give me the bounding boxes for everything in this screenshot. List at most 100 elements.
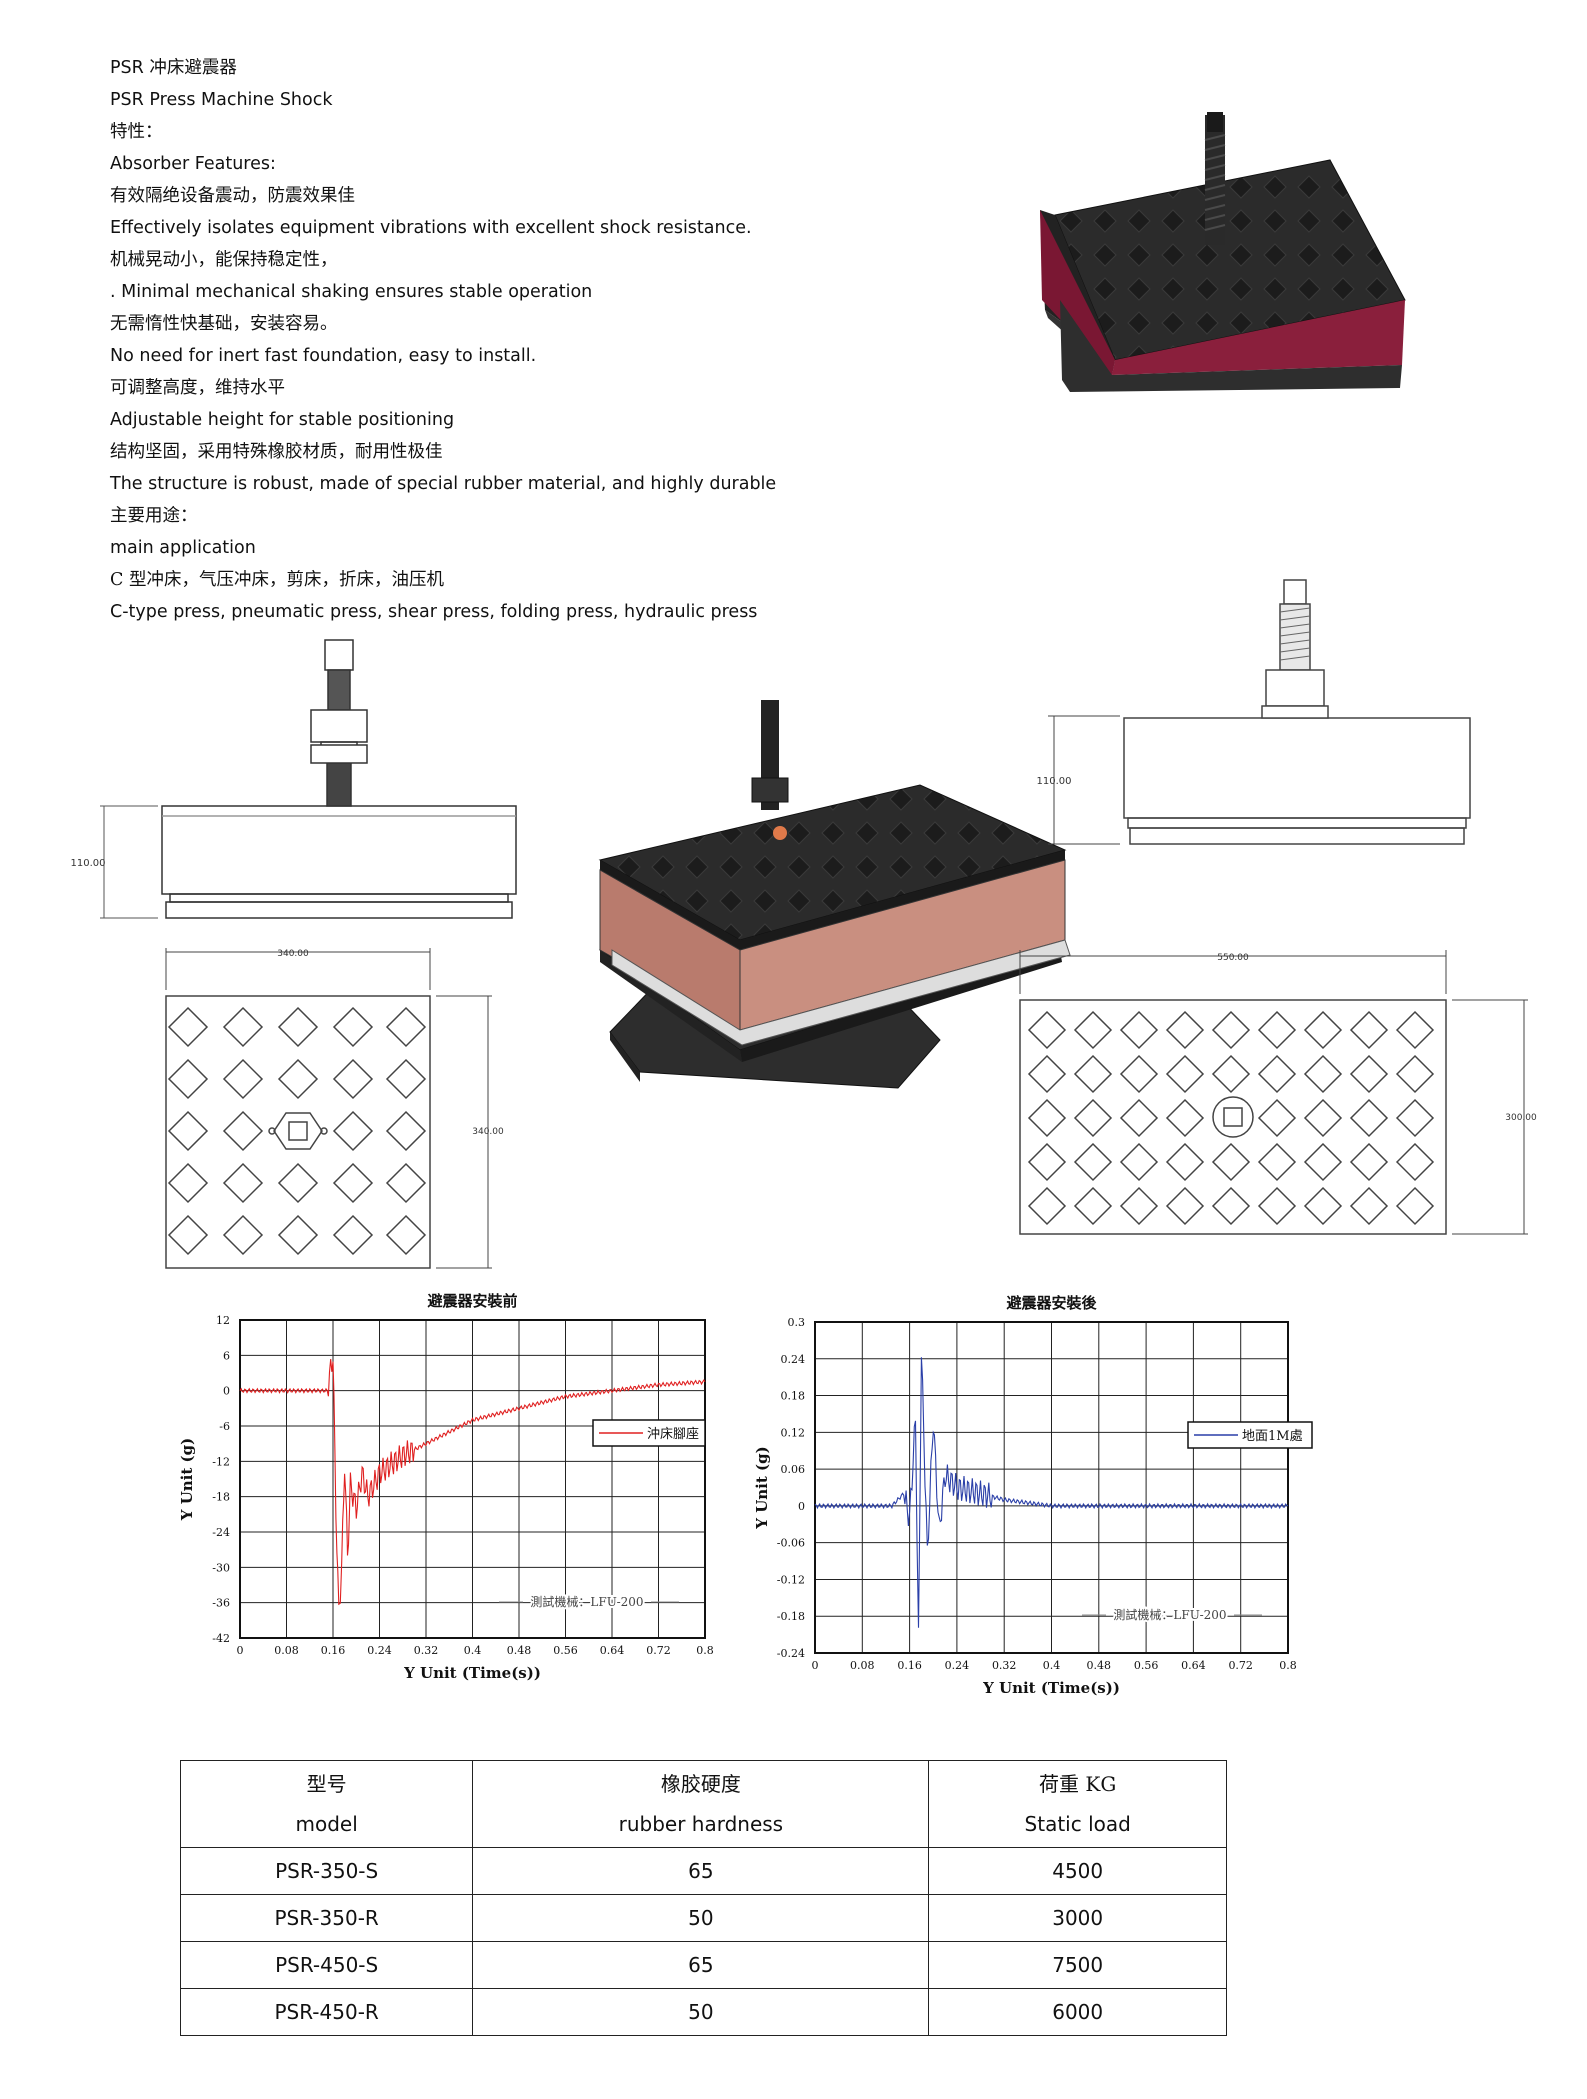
left-width-dim: 340.00 bbox=[277, 949, 309, 959]
header-hardness: 橡胶硬度 rubber hardness bbox=[472, 1760, 930, 1848]
right-height-dim: 110.00 bbox=[1037, 776, 1072, 787]
header-hardness-zh: 橡胶硬度 bbox=[660, 1772, 741, 1796]
table-row: PSR-350-S 65 4500 bbox=[179, 1847, 1227, 1895]
x-tick-label: 0.32 bbox=[992, 1659, 1017, 1672]
y-tick-label: 12 bbox=[216, 1314, 230, 1327]
header-model: 型号 model bbox=[179, 1760, 474, 1848]
left-height-dim: 110.00 bbox=[71, 858, 106, 869]
right-width-dim: 550.00 bbox=[1217, 953, 1249, 963]
y-tick-label: -24 bbox=[212, 1526, 230, 1539]
x-tick-label: 0.64 bbox=[600, 1644, 625, 1657]
table-cell: 65 bbox=[472, 1847, 930, 1895]
table-cell: 7500 bbox=[928, 1941, 1227, 1989]
y-tick-label: -6 bbox=[219, 1420, 230, 1433]
x-tick-label: 0.08 bbox=[274, 1644, 299, 1657]
annotation-text: 測試機械：LFU-200 bbox=[530, 1594, 643, 1609]
intro-line: main application bbox=[110, 538, 256, 558]
header-model-en: model bbox=[295, 1812, 358, 1836]
x-tick-label: 0.32 bbox=[414, 1644, 439, 1657]
y-tick-label: -12 bbox=[212, 1455, 230, 1468]
chart-after: 0 0.08 0.16 0.24 0.32 0.4 0.48 0.56 0.64 0.72 0.8 0… bbox=[753, 1294, 1313, 1697]
x-tick-label: 0.48 bbox=[1087, 1659, 1112, 1672]
intro-line: 有效隔绝设备震动，防震效果佳 bbox=[110, 186, 355, 206]
chart-title: 避震器安裝後 bbox=[1006, 1294, 1097, 1312]
right-side-view bbox=[1048, 579, 1471, 845]
y-tick-label: -30 bbox=[212, 1561, 230, 1574]
x-axis-label: Y Unit (Time(s)) bbox=[982, 1679, 1120, 1697]
x-tick-label: 0.8 bbox=[1279, 1659, 1297, 1672]
table-cell: PSR-450-S bbox=[179, 1941, 474, 1989]
intro-line: 可调整高度，维持水平 bbox=[110, 378, 285, 398]
x-tick-label: 0.8 bbox=[696, 1644, 714, 1657]
y-tick-label: 0.06 bbox=[781, 1463, 806, 1476]
x-tick-label: 0.72 bbox=[646, 1644, 671, 1657]
intro-line: Absorber Features: bbox=[110, 154, 276, 174]
intro-line: 结构坚固，采用特殊橡胶材质，耐用性极佳 bbox=[110, 442, 443, 462]
x-tick-label: 0 bbox=[812, 1659, 819, 1672]
x-tick-label: 0.24 bbox=[367, 1644, 392, 1657]
annotation-text: 測試機械：LFU-200 bbox=[1113, 1607, 1226, 1622]
header-load-en: Static load bbox=[1024, 1812, 1131, 1836]
header-load-zh: 荷重 KG bbox=[1039, 1772, 1117, 1796]
table-cell: 6000 bbox=[928, 1988, 1227, 2036]
intro-line: C 型冲床，气压冲床，剪床，折床，油压机 bbox=[110, 570, 444, 590]
y-tick-label: 0.12 bbox=[781, 1426, 806, 1439]
table-cell: 65 bbox=[472, 1941, 930, 1989]
right-top-view bbox=[1019, 950, 1528, 1235]
x-tick-label: 0 bbox=[237, 1644, 244, 1657]
left-side-view bbox=[100, 639, 517, 919]
x-axis-label: Y Unit (Time(s)) bbox=[403, 1664, 541, 1682]
x-tick-label: 0.4 bbox=[1043, 1659, 1061, 1672]
series-line bbox=[814, 1357, 1289, 1628]
intro-line: Adjustable height for stable positioning bbox=[110, 410, 455, 430]
table-row: PSR-450-S 65 7500 bbox=[179, 1941, 1227, 1989]
series-line bbox=[239, 1358, 706, 1606]
table-header-row: 型号 model 橡胶硬度 rubber hardness 荷重 KG Stat… bbox=[179, 1760, 1227, 1848]
table-cell: 50 bbox=[472, 1894, 930, 1942]
product-photo bbox=[1040, 112, 1406, 392]
y-axis-label: Y Unit (g) bbox=[753, 1446, 771, 1529]
x-tick-label: 0.08 bbox=[850, 1659, 875, 1672]
intro-line: Effectively isolates equipment vibration… bbox=[110, 218, 752, 238]
header-hardness-en: rubber hardness bbox=[618, 1812, 784, 1836]
y-tick-label: -0.24 bbox=[777, 1647, 805, 1660]
x-tick-label: 0.16 bbox=[897, 1659, 922, 1672]
x-tick-label: 0.64 bbox=[1181, 1659, 1206, 1672]
x-tick-label: 0.56 bbox=[1134, 1659, 1159, 1672]
y-tick-label: -0.18 bbox=[777, 1610, 805, 1623]
table-cell: PSR-350-R bbox=[179, 1894, 474, 1942]
y-tick-label: 0.3 bbox=[788, 1316, 806, 1329]
intro-line: . Minimal mechanical shaking ensures sta… bbox=[110, 282, 593, 302]
intro-line: C-type press, pneumatic press, shear pre… bbox=[110, 602, 758, 622]
spec-table: 型号 model 橡胶硬度 rubber hardness 荷重 KG Stat… bbox=[179, 1760, 1227, 2036]
y-tick-label: -36 bbox=[212, 1597, 230, 1610]
y-tick-label: 0.18 bbox=[781, 1390, 806, 1403]
legend-label: 地面1M處 bbox=[1242, 1429, 1303, 1444]
exploded-view bbox=[598, 700, 1071, 1089]
intro-line: No need for inert fast foundation, easy … bbox=[110, 346, 537, 366]
chart-title: 避震器安裝前 bbox=[427, 1292, 517, 1310]
x-tick-label: 0.56 bbox=[553, 1644, 578, 1657]
left-top-view bbox=[165, 948, 492, 1269]
y-tick-label: -18 bbox=[212, 1491, 230, 1504]
x-tick-label: 0.72 bbox=[1228, 1659, 1253, 1672]
table-cell: 50 bbox=[472, 1988, 930, 2036]
y-tick-label: 0.24 bbox=[781, 1353, 806, 1366]
table-row: PSR-350-R 50 3000 bbox=[179, 1894, 1227, 1942]
header-model-zh: 型号 bbox=[306, 1772, 347, 1796]
intro-line: 主要用途： bbox=[110, 506, 198, 526]
right-depth-dim: 300.00 bbox=[1505, 1113, 1537, 1123]
legend-label: 沖床腳座 bbox=[647, 1427, 699, 1442]
table-cell: 4500 bbox=[928, 1847, 1227, 1895]
table-row: PSR-450-R 50 6000 bbox=[179, 1988, 1227, 2036]
intro-line: The structure is robust, made of special… bbox=[110, 474, 777, 494]
y-tick-label: 6 bbox=[223, 1349, 230, 1362]
intro-line: PSR 冲床避震器 bbox=[110, 58, 237, 78]
x-tick-label: 0.48 bbox=[507, 1644, 532, 1657]
intro-line: 机械晃动小，能保持稳定性， bbox=[110, 250, 338, 270]
intro-line: 特性： bbox=[110, 122, 163, 142]
y-tick-label: 0 bbox=[798, 1500, 805, 1513]
table-cell: PSR-450-R bbox=[179, 1988, 474, 2036]
